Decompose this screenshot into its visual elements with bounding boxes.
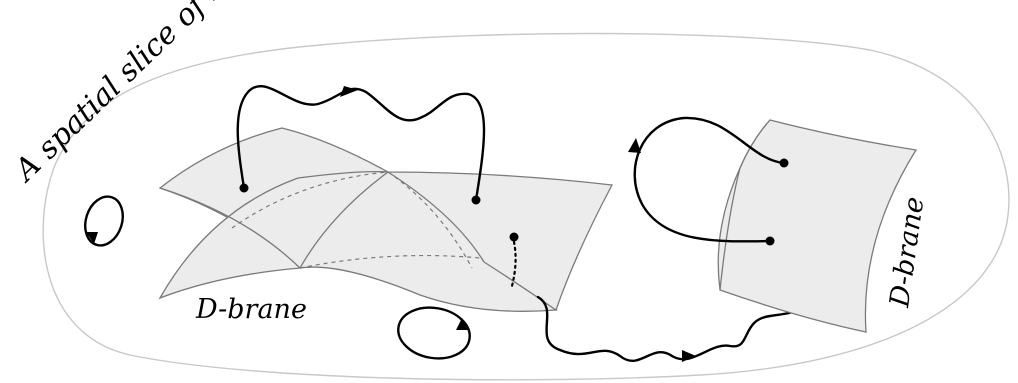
left-brane-back-edge xyxy=(159,187,301,269)
string-endpoint xyxy=(239,183,249,193)
string-endpoint xyxy=(509,232,519,242)
left-brane-seam xyxy=(299,171,389,269)
right-brane-group xyxy=(717,119,918,333)
dbrane-label-left: D-brane xyxy=(195,294,307,325)
open-string-right xyxy=(633,116,786,243)
open-string-bottom-arrow xyxy=(682,350,696,362)
left-brane-hidden-edge-1 xyxy=(231,171,389,229)
left-brane-hidden-edge-2 xyxy=(387,171,473,269)
closed-string-bottom xyxy=(397,306,471,360)
dbrane-label-right: D-brane xyxy=(884,195,930,310)
string-endpoint xyxy=(765,236,775,246)
right-brane-crease xyxy=(739,119,771,169)
closed-string-arrow xyxy=(456,318,470,330)
open-string-left xyxy=(236,84,486,202)
open-string-right-arrow xyxy=(628,138,641,153)
string-endpoint xyxy=(471,195,481,205)
left-brane-group xyxy=(158,127,614,312)
spacetime-slice-outline xyxy=(42,32,1010,381)
closed-string-loop xyxy=(397,306,471,360)
left-brane-hidden-edge-3 xyxy=(299,254,481,269)
closed-string-loop xyxy=(84,195,124,247)
open-string-left-arrow xyxy=(340,86,358,97)
closed-string-left xyxy=(84,195,124,247)
string-endpoint xyxy=(779,158,789,168)
closed-string-arrow xyxy=(86,232,98,244)
right-brane-inner-edge xyxy=(719,167,741,291)
right-brane-sheet xyxy=(717,119,918,333)
